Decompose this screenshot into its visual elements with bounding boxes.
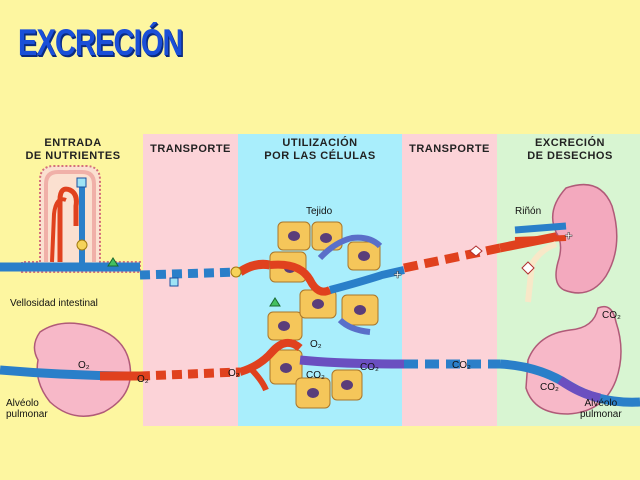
label-alveolo-right: Alvéolo pulmonar: [580, 398, 622, 420]
header-transporte-right: TRANSPORTE: [409, 143, 490, 155]
label-tejido: Tejido: [306, 206, 333, 217]
lower-vessel: [0, 338, 500, 392]
label-co2-transport: CO₂: [452, 360, 471, 371]
label-rinon: Riñón: [515, 206, 542, 217]
kidney: +: [514, 183, 618, 303]
svg-text:+: +: [564, 229, 573, 242]
label-o2-alveolo: O₂: [78, 360, 90, 371]
label-alveolo-left: Alvéolo pulmonar: [6, 398, 48, 420]
header-utilizacion: UTILIZACIÓN POR LAS CÉLULAS: [264, 137, 376, 162]
page-title: EXCRECIÓN: [18, 22, 183, 63]
label-co2-right-top: CO₂: [602, 310, 621, 321]
alveolus-right: [499, 305, 640, 415]
alveolus-left: [33, 322, 132, 417]
intestinal-villus: [21, 165, 141, 273]
label-co2-tissue-1: CO₂: [306, 370, 325, 381]
label-o2-tissue: O₂: [310, 339, 322, 350]
svg-text:+: +: [393, 268, 402, 281]
transport-band-right: [402, 134, 497, 426]
header-entrada: ENTRADA DE NUTRIENTES: [25, 137, 121, 162]
label-co2-tissue-2: CO₂: [360, 362, 379, 373]
header-excrecion: EXCRECIÓN DE DESECHOS: [527, 137, 613, 162]
tissue-cells: [267, 221, 381, 409]
header-transporte-left: TRANSPORTE: [150, 143, 231, 155]
tissue-capillaries: +: [269, 234, 405, 335]
label-vellosidad: Vellosidad intestinal: [10, 298, 98, 309]
label-o2-vessel-2: O₂: [228, 368, 240, 379]
label-co2-alveolo-right: CO₂: [540, 382, 559, 393]
upper-vessel: [0, 257, 271, 287]
label-o2-vessel-1: O₂: [137, 374, 149, 385]
